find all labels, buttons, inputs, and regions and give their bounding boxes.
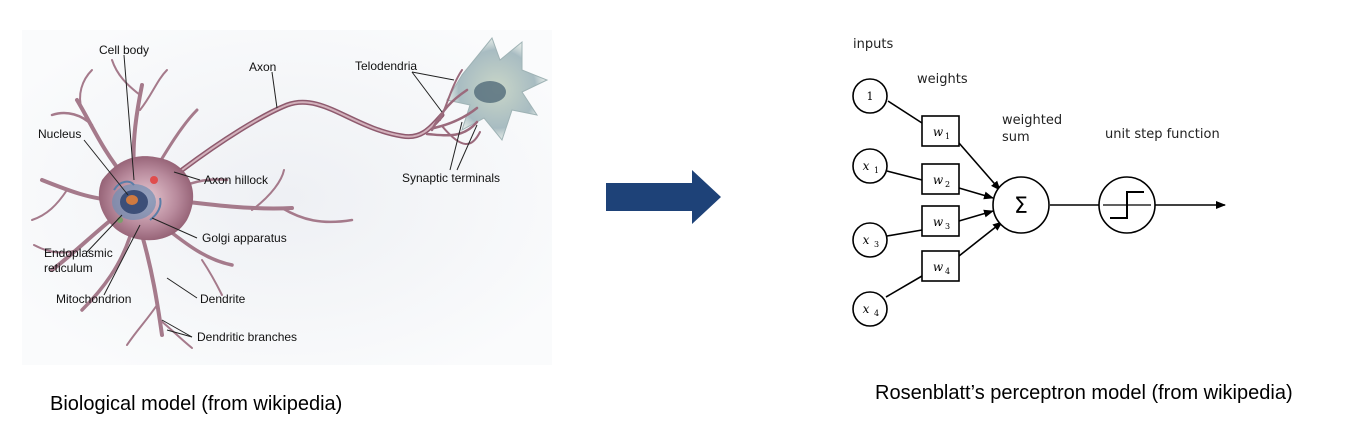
- weight-box: w 1: [921, 115, 960, 147]
- weight-box: w 2: [921, 163, 960, 195]
- step-function-node: [1098, 176, 1156, 234]
- svg-text:1: 1: [945, 132, 950, 141]
- step-function-icon: [1110, 191, 1144, 219]
- svg-text:w: w: [933, 260, 944, 274]
- svg-text:x: x: [863, 159, 870, 173]
- summation-node: Σ: [992, 176, 1050, 234]
- label-unit-step-function: unit step function: [1105, 127, 1220, 142]
- svg-text:w: w: [933, 125, 944, 139]
- svg-text:x: x: [863, 302, 870, 316]
- svg-text:w: w: [933, 215, 944, 229]
- svg-text:1: 1: [874, 166, 879, 175]
- cell-body: [98, 156, 194, 241]
- input-node: x 4: [852, 291, 888, 327]
- neuron-illustration: Cell body Axon Telodendria Nucleus Axon …: [22, 30, 552, 365]
- svg-text:1: 1: [867, 90, 874, 103]
- caption-biological-model: Biological model (from wikipedia): [50, 393, 343, 415]
- svg-text:3: 3: [945, 222, 950, 231]
- weight-box: w 3: [921, 205, 960, 237]
- axon-path: [179, 69, 481, 173]
- label-weights: weights: [917, 72, 968, 87]
- label-mitochondrion: Mitochondrion: [56, 292, 131, 306]
- weight-box: w 4: [921, 250, 960, 282]
- perceptron-connections: [885, 100, 1226, 298]
- label-synaptic-terminals: Synaptic terminals: [402, 171, 500, 185]
- label-weighted: weighted: [1002, 113, 1062, 128]
- label-inputs: inputs: [853, 37, 893, 52]
- label-dendritic-branches: Dendritic branches: [197, 330, 297, 344]
- svg-text:4: 4: [945, 267, 950, 276]
- label-sum: sum: [1002, 130, 1030, 145]
- svg-text:x: x: [863, 233, 870, 247]
- label-dendrite: Dendrite: [200, 292, 246, 306]
- input-node: 1: [852, 78, 888, 114]
- input-node: x 1: [852, 148, 888, 184]
- input-node: x 3: [852, 222, 888, 258]
- svg-text:w: w: [933, 173, 944, 187]
- svg-text:2: 2: [945, 180, 950, 189]
- label-reticulum: reticulum: [44, 261, 93, 275]
- svg-text:4: 4: [874, 309, 879, 318]
- caption-perceptron-model: Rosenblatt’s perceptron model (from wiki…: [875, 382, 1293, 404]
- transition-arrow: [606, 170, 722, 229]
- label-cell-body: Cell body: [99, 43, 149, 57]
- label-golgi-apparatus: Golgi apparatus: [202, 231, 287, 245]
- label-axon: Axon: [249, 60, 276, 74]
- label-axon-hillock: Axon hillock: [204, 173, 269, 187]
- svg-text:3: 3: [874, 240, 879, 249]
- label-telodendria: Telodendria: [355, 59, 417, 73]
- svg-text:Σ: Σ: [1014, 194, 1028, 219]
- label-leader-lines: [83, 54, 478, 338]
- label-endoplasmic: Endoplasmic: [44, 246, 113, 260]
- label-nucleus: Nucleus: [38, 127, 81, 141]
